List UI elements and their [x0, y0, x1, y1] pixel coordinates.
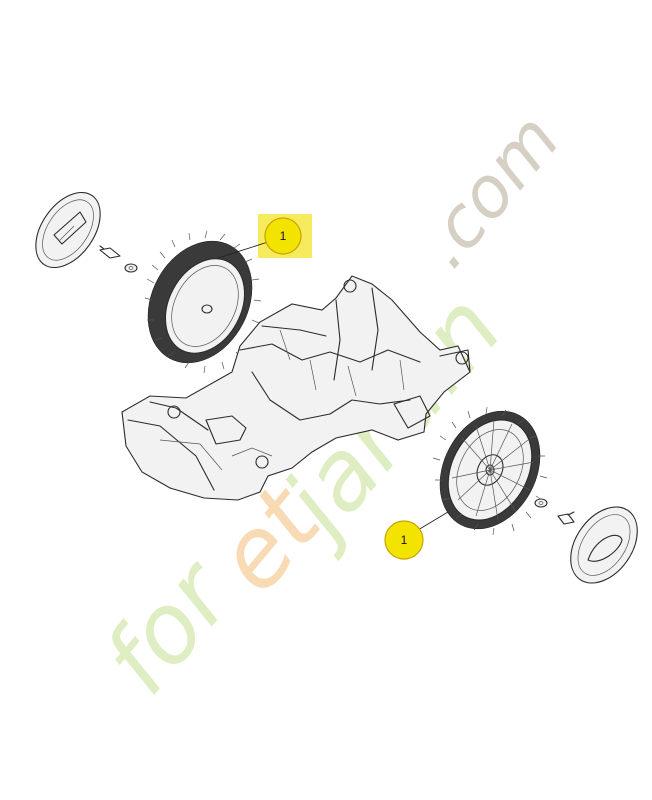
- right-wheel: [432, 406, 548, 536]
- callout-1-right-wheel: 1: [384, 511, 449, 560]
- right-washer: [534, 498, 548, 508]
- right-hub-cap: [570, 506, 638, 584]
- left-wheel: [144, 230, 262, 374]
- right-screw: [557, 511, 575, 525]
- left-washer: [124, 263, 138, 273]
- callout-label: 1: [280, 229, 287, 243]
- left-screw: [99, 245, 121, 259]
- left-hub-cap: [35, 191, 101, 269]
- watermark-text-com: .com: [402, 99, 575, 283]
- callout-label: 1: [401, 533, 408, 547]
- callout-1-left-wheel: 1: [217, 214, 312, 259]
- mower-chassis: [121, 275, 471, 501]
